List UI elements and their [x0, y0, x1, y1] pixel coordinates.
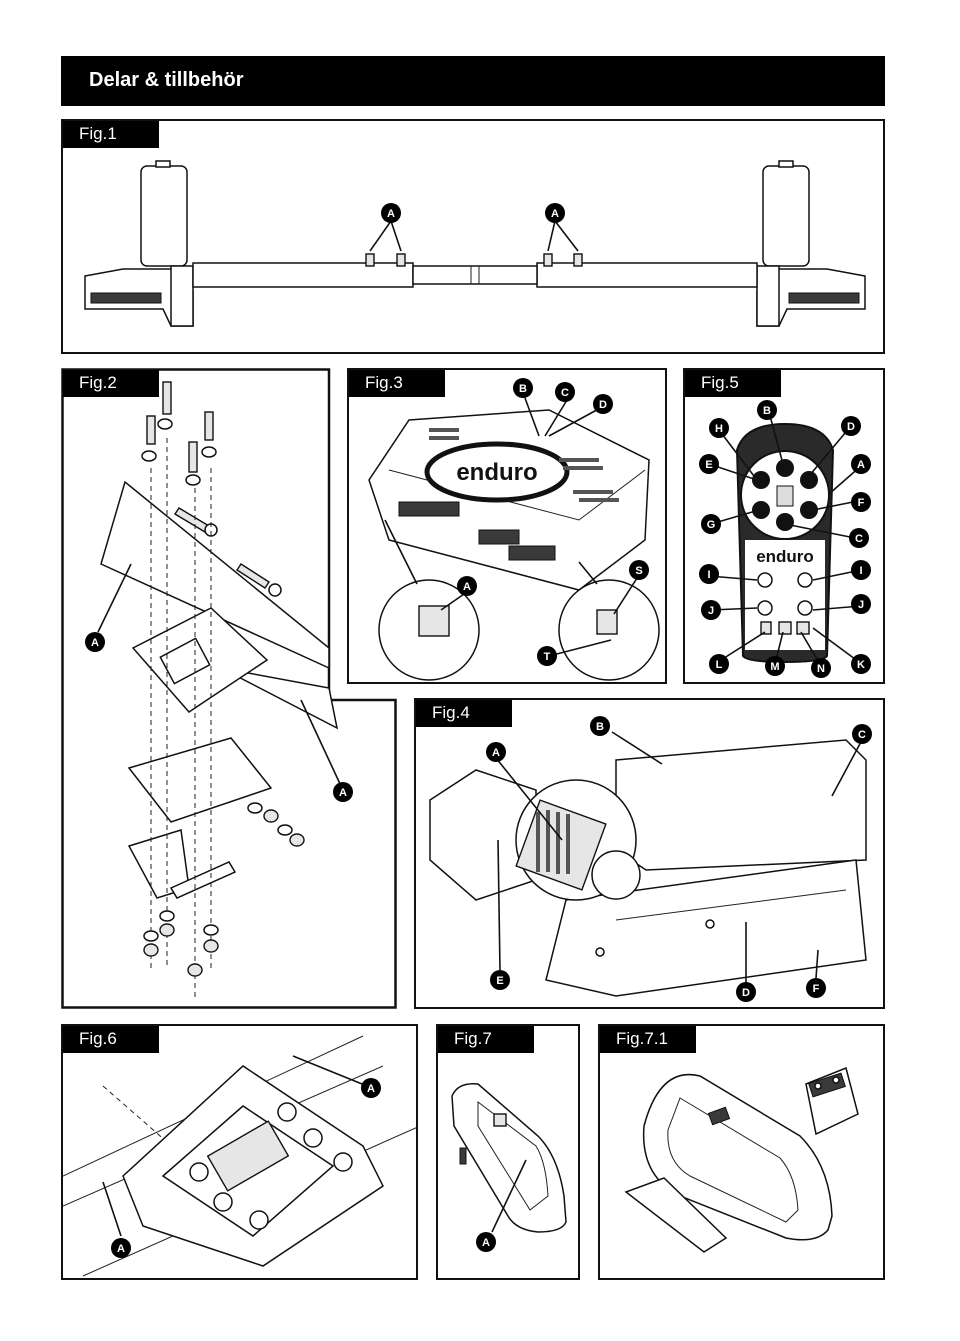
callout-label: J: [708, 605, 714, 617]
callout-marker: [699, 454, 719, 474]
callout-label: M: [770, 661, 779, 673]
callout-label: B: [596, 721, 604, 733]
callout-marker: [851, 560, 871, 580]
callout-label: N: [817, 663, 825, 675]
callout-marker: [486, 742, 506, 762]
callout-label: G: [707, 519, 716, 531]
callout-marker: [851, 654, 871, 674]
callout-label: A: [91, 637, 99, 649]
remote-callouts: H B D E A F G C I I J J L M N K: [699, 400, 871, 678]
callout-label: F: [858, 497, 865, 509]
callout-marker: [699, 564, 719, 584]
figure-6-drawing: A A: [63, 1035, 416, 1277]
figure-4-drawing: A B C E D F: [429, 716, 872, 1002]
callout-marker: [333, 782, 353, 802]
figure-6-panel: Fig.6 A A: [61, 1024, 418, 1280]
callout-label: T: [544, 651, 551, 663]
callout-label: S: [635, 565, 642, 577]
callout-label: J: [858, 599, 864, 611]
callout-label: H: [715, 423, 723, 435]
figure-3-drawing: enduro B C D A S T: [368, 378, 660, 681]
callout-marker: [849, 528, 869, 548]
callout-marker: [85, 632, 105, 652]
callout-label: C: [855, 533, 863, 545]
callout-marker: [765, 656, 785, 676]
callout-marker: [629, 560, 649, 580]
callout-marker: [545, 203, 565, 223]
callout-marker: [852, 724, 872, 744]
figure-7-drawing: A: [451, 1083, 567, 1252]
callout-label: A: [367, 1083, 375, 1095]
callout-marker: [457, 576, 477, 596]
callout-marker: [476, 1232, 496, 1252]
callout-marker: [709, 654, 729, 674]
figure-7-1-drawing: [624, 1066, 859, 1253]
callout-marker: [851, 492, 871, 512]
figure-7-label: Fig.7: [438, 1026, 534, 1053]
callout-marker: [701, 600, 721, 620]
figure-7-1-label: Fig.7.1: [600, 1026, 696, 1053]
callout-label: A: [492, 747, 500, 759]
callout-marker: [806, 978, 826, 998]
callout-marker: [736, 982, 756, 1002]
figure-2-label: Fig.2: [63, 370, 159, 397]
section-title: Delar & tillbehör: [89, 69, 244, 91]
callout-marker: [111, 1238, 131, 1258]
remote-brand-logo: enduro: [756, 547, 814, 566]
callout-label: C: [561, 387, 569, 399]
callout-marker: [841, 416, 861, 436]
figure-3-label: Fig.3: [349, 370, 445, 397]
callout-marker: [811, 658, 831, 678]
callout-marker: [513, 378, 533, 398]
figure-5-panel: Fig.5 enduro H B D E A: [683, 368, 885, 684]
figure-1-label: Fig.1: [63, 121, 159, 148]
figure-1-panel: Fig.1 A A: [61, 119, 885, 354]
callout-label: E: [705, 459, 712, 471]
figure-7-1-panel: Fig.7.1: [598, 1024, 885, 1280]
callout-label: A: [339, 787, 347, 799]
callout-label: E: [496, 975, 503, 987]
callout-marker: [537, 646, 557, 666]
callout-marker: [490, 970, 510, 990]
callout-label: I: [859, 565, 862, 577]
callout-label: A: [387, 208, 395, 220]
callout-label: B: [519, 383, 527, 395]
callout-label: L: [716, 659, 723, 671]
callout-label: F: [813, 983, 820, 995]
callout-label: A: [857, 459, 865, 471]
figure-2-panel: A A Fig.2: [61, 368, 397, 1009]
callout-marker: [555, 382, 575, 402]
figure-2-drawing: A A: [61, 368, 397, 1009]
callout-label: B: [763, 405, 771, 417]
callout-marker: [381, 203, 401, 223]
callout-label: A: [463, 581, 471, 593]
callout-marker: [701, 514, 721, 534]
figure-7-panel: Fig.7 A: [436, 1024, 580, 1280]
callout-marker: [590, 716, 610, 736]
figure-1-drawing: A A: [84, 160, 866, 327]
callout-label: D: [742, 987, 750, 999]
callout-label: A: [117, 1243, 125, 1255]
figure-4-label: Fig.4: [416, 700, 512, 727]
figure-4-panel: Fig.4 A B C E D F: [414, 698, 885, 1009]
figure-3-panel: Fig.3 enduro B C D A S: [347, 368, 667, 684]
callout-label: A: [482, 1237, 490, 1249]
callout-marker: [361, 1078, 381, 1098]
callout-marker: [851, 594, 871, 614]
brand-logo: enduro: [456, 459, 537, 486]
figure-6-label: Fig.6: [63, 1026, 159, 1053]
section-header: Delar & tillbehör: [61, 56, 885, 106]
callout-label: D: [847, 421, 855, 433]
callout-label: K: [857, 659, 865, 671]
callout-label: A: [551, 208, 559, 220]
callout-label: D: [599, 399, 607, 411]
figure-5-drawing: enduro H B D E A F G C I I J J: [699, 400, 871, 678]
callout-marker: [593, 394, 613, 414]
callout-marker: [709, 418, 729, 438]
callout-marker: [757, 400, 777, 420]
figure-5-label: Fig.5: [685, 370, 781, 397]
callout-marker: [851, 454, 871, 474]
callout-label: C: [858, 729, 866, 741]
callout-label: I: [707, 569, 710, 581]
